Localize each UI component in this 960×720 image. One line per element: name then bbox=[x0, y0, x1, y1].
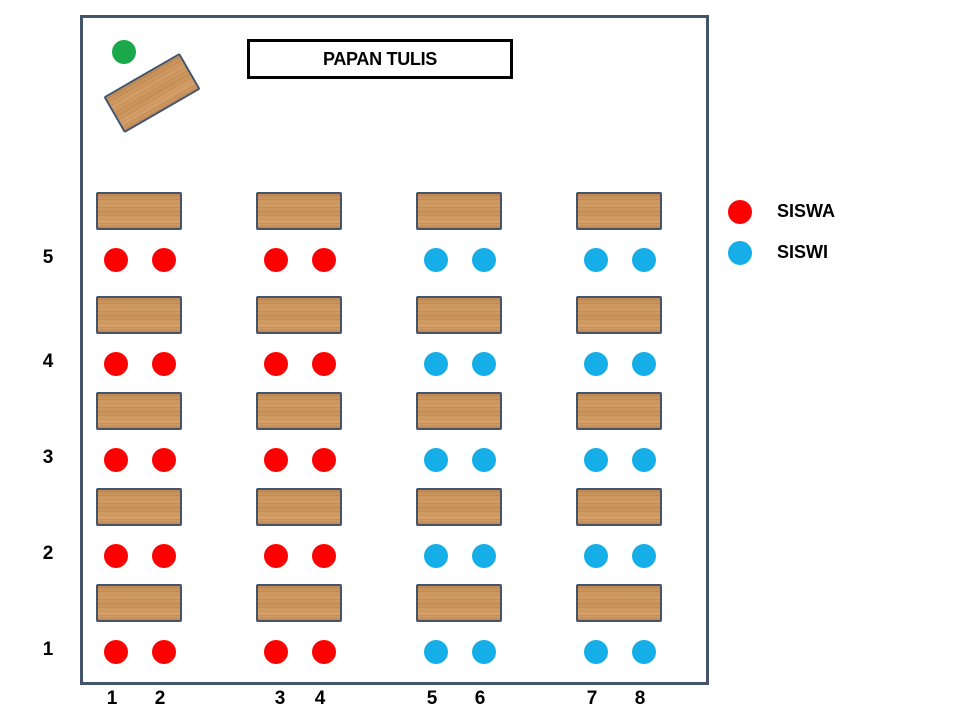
student-desk bbox=[256, 296, 342, 334]
column-label: 7 bbox=[586, 688, 598, 709]
siswa-seat bbox=[104, 448, 128, 472]
siswi-seat bbox=[472, 448, 496, 472]
column-label: 8 bbox=[634, 688, 646, 709]
legend-siswa-label: SISWA bbox=[777, 201, 836, 221]
student-desk bbox=[256, 392, 342, 430]
column-label: 2 bbox=[154, 688, 166, 709]
student-desk bbox=[576, 392, 662, 430]
student-desk bbox=[96, 584, 182, 622]
siswi-seat bbox=[632, 448, 656, 472]
student-desk bbox=[576, 296, 662, 334]
siswi-seat bbox=[584, 544, 608, 568]
student-desk bbox=[96, 296, 182, 334]
siswi-seat bbox=[424, 248, 448, 272]
siswi-seat bbox=[584, 248, 608, 272]
siswi-seat bbox=[424, 352, 448, 376]
siswi-seat bbox=[632, 352, 656, 376]
siswa-seat bbox=[104, 248, 128, 272]
student-desk bbox=[576, 488, 662, 526]
siswa-seat bbox=[264, 640, 288, 664]
row-label: 2 bbox=[42, 543, 54, 564]
column-label: 5 bbox=[426, 688, 438, 709]
siswi-seat bbox=[584, 352, 608, 376]
siswa-seat bbox=[264, 352, 288, 376]
legend-siswa-dot bbox=[728, 200, 752, 224]
column-label: 1 bbox=[106, 688, 118, 709]
siswa-seat bbox=[104, 544, 128, 568]
siswi-seat bbox=[584, 640, 608, 664]
student-desk bbox=[256, 584, 342, 622]
siswa-seat bbox=[312, 248, 336, 272]
siswi-seat bbox=[632, 640, 656, 664]
row-label: 5 bbox=[42, 247, 54, 268]
student-desk bbox=[256, 192, 342, 230]
siswi-seat bbox=[424, 448, 448, 472]
siswi-seat bbox=[472, 544, 496, 568]
classroom-outline bbox=[80, 15, 709, 685]
siswi-seat bbox=[472, 640, 496, 664]
student-desk bbox=[576, 584, 662, 622]
student-desk bbox=[416, 296, 502, 334]
siswi-seat bbox=[632, 248, 656, 272]
row-label: 3 bbox=[42, 447, 54, 468]
siswa-seat bbox=[312, 448, 336, 472]
siswi-seat bbox=[424, 640, 448, 664]
siswi-seat bbox=[632, 544, 656, 568]
siswa-seat bbox=[264, 448, 288, 472]
siswa-seat bbox=[152, 544, 176, 568]
siswa-seat bbox=[312, 352, 336, 376]
whiteboard-label: PAPAN TULIS bbox=[322, 48, 438, 69]
siswi-seat bbox=[584, 448, 608, 472]
siswa-seat bbox=[104, 352, 128, 376]
siswa-seat bbox=[104, 640, 128, 664]
siswa-seat bbox=[264, 544, 288, 568]
column-label: 6 bbox=[474, 688, 486, 709]
student-desk bbox=[416, 584, 502, 622]
student-desk bbox=[96, 192, 182, 230]
student-desk bbox=[416, 192, 502, 230]
siswi-seat bbox=[424, 544, 448, 568]
siswa-seat bbox=[152, 352, 176, 376]
whiteboard: PAPAN TULIS bbox=[247, 39, 513, 79]
row-label: 1 bbox=[42, 639, 54, 660]
siswa-seat bbox=[312, 544, 336, 568]
siswi-seat bbox=[472, 248, 496, 272]
student-desk bbox=[256, 488, 342, 526]
column-label: 3 bbox=[274, 688, 286, 709]
siswa-seat bbox=[152, 640, 176, 664]
siswa-seat bbox=[152, 448, 176, 472]
siswa-seat bbox=[152, 248, 176, 272]
column-label: 4 bbox=[314, 688, 326, 709]
siswa-seat bbox=[264, 248, 288, 272]
siswi-seat bbox=[472, 352, 496, 376]
row-label: 4 bbox=[42, 351, 54, 372]
legend-siswi-label: SISWI bbox=[777, 242, 829, 262]
student-desk bbox=[416, 392, 502, 430]
teacher-seat bbox=[112, 40, 136, 64]
student-desk bbox=[96, 392, 182, 430]
siswa-seat bbox=[312, 640, 336, 664]
student-desk bbox=[416, 488, 502, 526]
legend-siswi-dot bbox=[728, 241, 752, 265]
student-desk bbox=[96, 488, 182, 526]
student-desk bbox=[576, 192, 662, 230]
